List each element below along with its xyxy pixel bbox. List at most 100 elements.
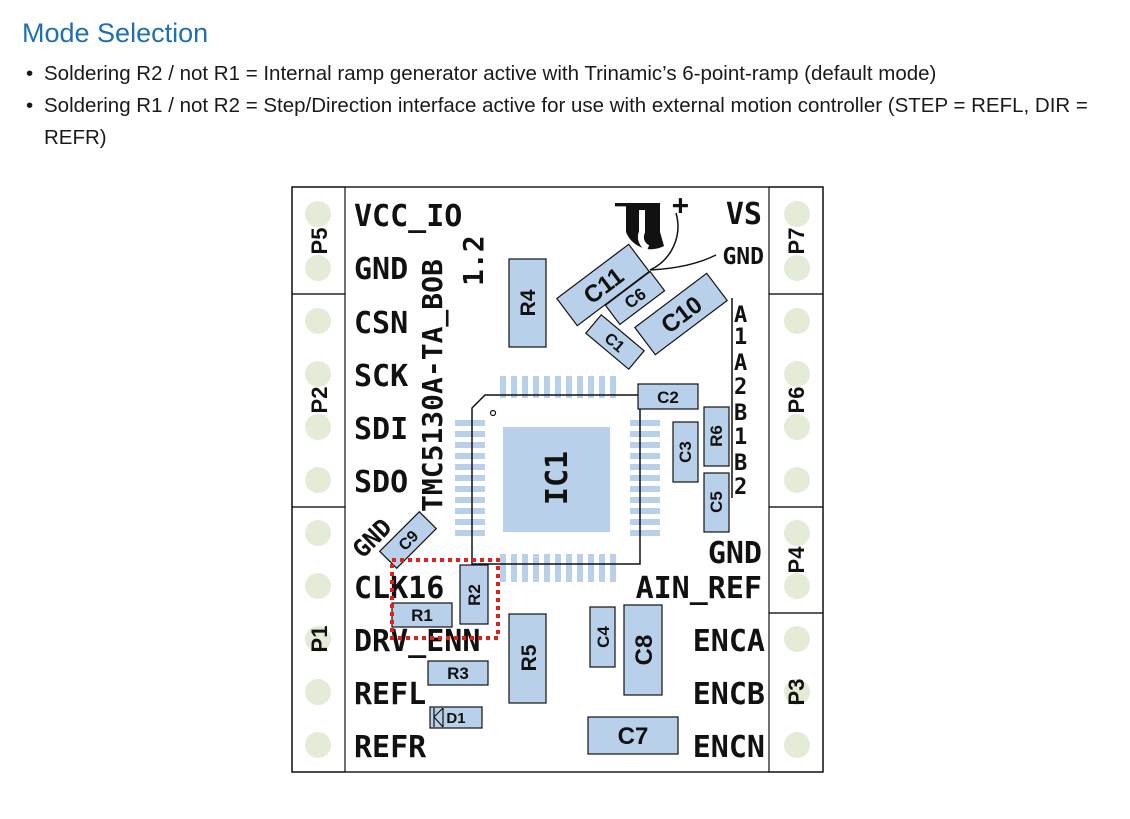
pin-label-vs: VS [726,197,762,232]
board-name-label: TMC5130A-TA_BOB [416,259,449,512]
r4-label: R4 [517,289,540,316]
ic1-label: IC1 [540,451,575,505]
ic1-pins-right [630,420,660,536]
bullet-marker: • [26,62,34,85]
capacitor-c8 [623,604,663,696]
pad [784,255,810,281]
pin-label-gnd: GND [354,252,408,287]
c1-body [584,313,646,371]
r1-label: R1 [411,606,433,625]
cap-outline-arc [649,212,679,271]
connector-label-p2: P2 [307,387,332,414]
capacitor-c1: C1 [584,313,646,371]
connector-label-p6: P6 [784,387,809,414]
pin-label-csn: CSN [354,306,408,341]
pin-label-sdi: SDI [354,412,408,447]
pin-label-gnd-right: GND [708,536,762,571]
pin-label-encb: ENCB [693,677,765,712]
c7-label: C7 [618,723,649,750]
motor-pin-label: A [734,351,747,376]
capacitor-c9: C9 [378,510,438,570]
pin-label-vcc-io: VCC_IO [354,199,462,234]
ic1-thermal-pad [503,427,610,532]
c8-label: C8 [631,635,658,666]
pad [305,573,331,599]
pad [784,573,810,599]
pin-label-enca: ENCA [693,624,765,659]
c5-label: C5 [707,491,726,513]
pin-label-refl: REFL [354,677,426,712]
pad [305,308,331,334]
c6-body [604,270,666,326]
list-item: • Soldering R1 / not R2 = Step/Direction… [24,90,1114,154]
left-connectors: P5 P2 P1 [291,186,346,773]
bullet-text: Soldering R1 / not R2 = Step/Direction i… [44,94,1088,149]
connector-p1-outline [291,506,346,773]
board-version-label: 1.2 [457,235,490,286]
c11-body [555,243,651,327]
capacitor-c7 [587,716,679,755]
pin-label-encn: ENCN [693,730,765,765]
r6-label: R6 [707,425,726,447]
section-heading: Mode Selection [22,18,209,48]
pad [784,361,810,387]
pad [305,626,331,652]
r5-label: R5 [518,644,541,671]
capacitor-c4 [589,606,616,668]
cap-plus-sign: + [672,188,689,221]
pad [305,255,331,281]
capacitor-c2 [637,383,699,410]
mode-list: • Soldering R2 / not R1 = Internal ramp … [24,58,1114,154]
pad [305,414,331,440]
resistor-r3 [427,660,489,686]
right-connectors: P7 P6 P4 P3 [768,186,824,773]
d1-label: D1 [446,710,465,727]
motor-pin-label: B [734,401,747,426]
pad [305,201,331,227]
ic1-pins-top [500,376,616,398]
cap-outline-arc [649,254,717,271]
motor-pin-label: 1 [734,425,747,450]
pad [305,679,331,705]
c2-label: C2 [657,388,679,407]
motor-pin-label: 2 [734,375,747,400]
electrolytic-capacitor: − + [614,187,717,271]
pad [305,732,331,758]
ic1-pin1-marker [489,409,497,417]
connector-label-p1: P1 [307,626,332,653]
pad [784,414,810,440]
resistor-r6 [703,406,730,467]
c10-body [633,272,729,356]
pin-label-gnd-top: GND [722,244,764,270]
bullet-marker: • [26,94,34,117]
connector-label-p7: P7 [784,228,809,255]
pad [305,467,331,493]
pad [784,520,810,546]
cap-minus-sign: − [614,187,632,222]
highlight-box [390,558,500,640]
list-item: • Soldering R2 / not R1 = Internal ramp … [24,58,1114,90]
resistor-r2 [459,564,489,625]
pad [784,626,810,652]
right-pin-labels: VS GND GND AIN_REF ENCA ENCB ENCN [636,197,765,765]
capacitor-c3 [672,421,699,483]
pin-label-sdo: SDO [354,465,408,500]
c4-label: C4 [594,626,613,648]
bullet-text: Soldering R2 / not R1 = Internal ramp ge… [44,62,937,85]
diode-symbol [433,707,444,728]
pad [784,679,810,705]
pad [305,520,331,546]
pin-label-ain-ref: AIN_REF [636,571,762,606]
connector-label-p5: P5 [307,228,332,255]
r3-label: R3 [447,664,469,683]
motor-pin-label: A [734,303,747,328]
c3-label: C3 [676,441,695,463]
motor-pin-label: B [734,451,747,476]
pad [305,361,331,387]
resistor-r4 [508,258,547,348]
ic1-pins-bottom [500,554,616,582]
pad [784,467,810,493]
r2-label: R2 [465,584,484,606]
motor-pin-label: 1 [734,325,747,350]
